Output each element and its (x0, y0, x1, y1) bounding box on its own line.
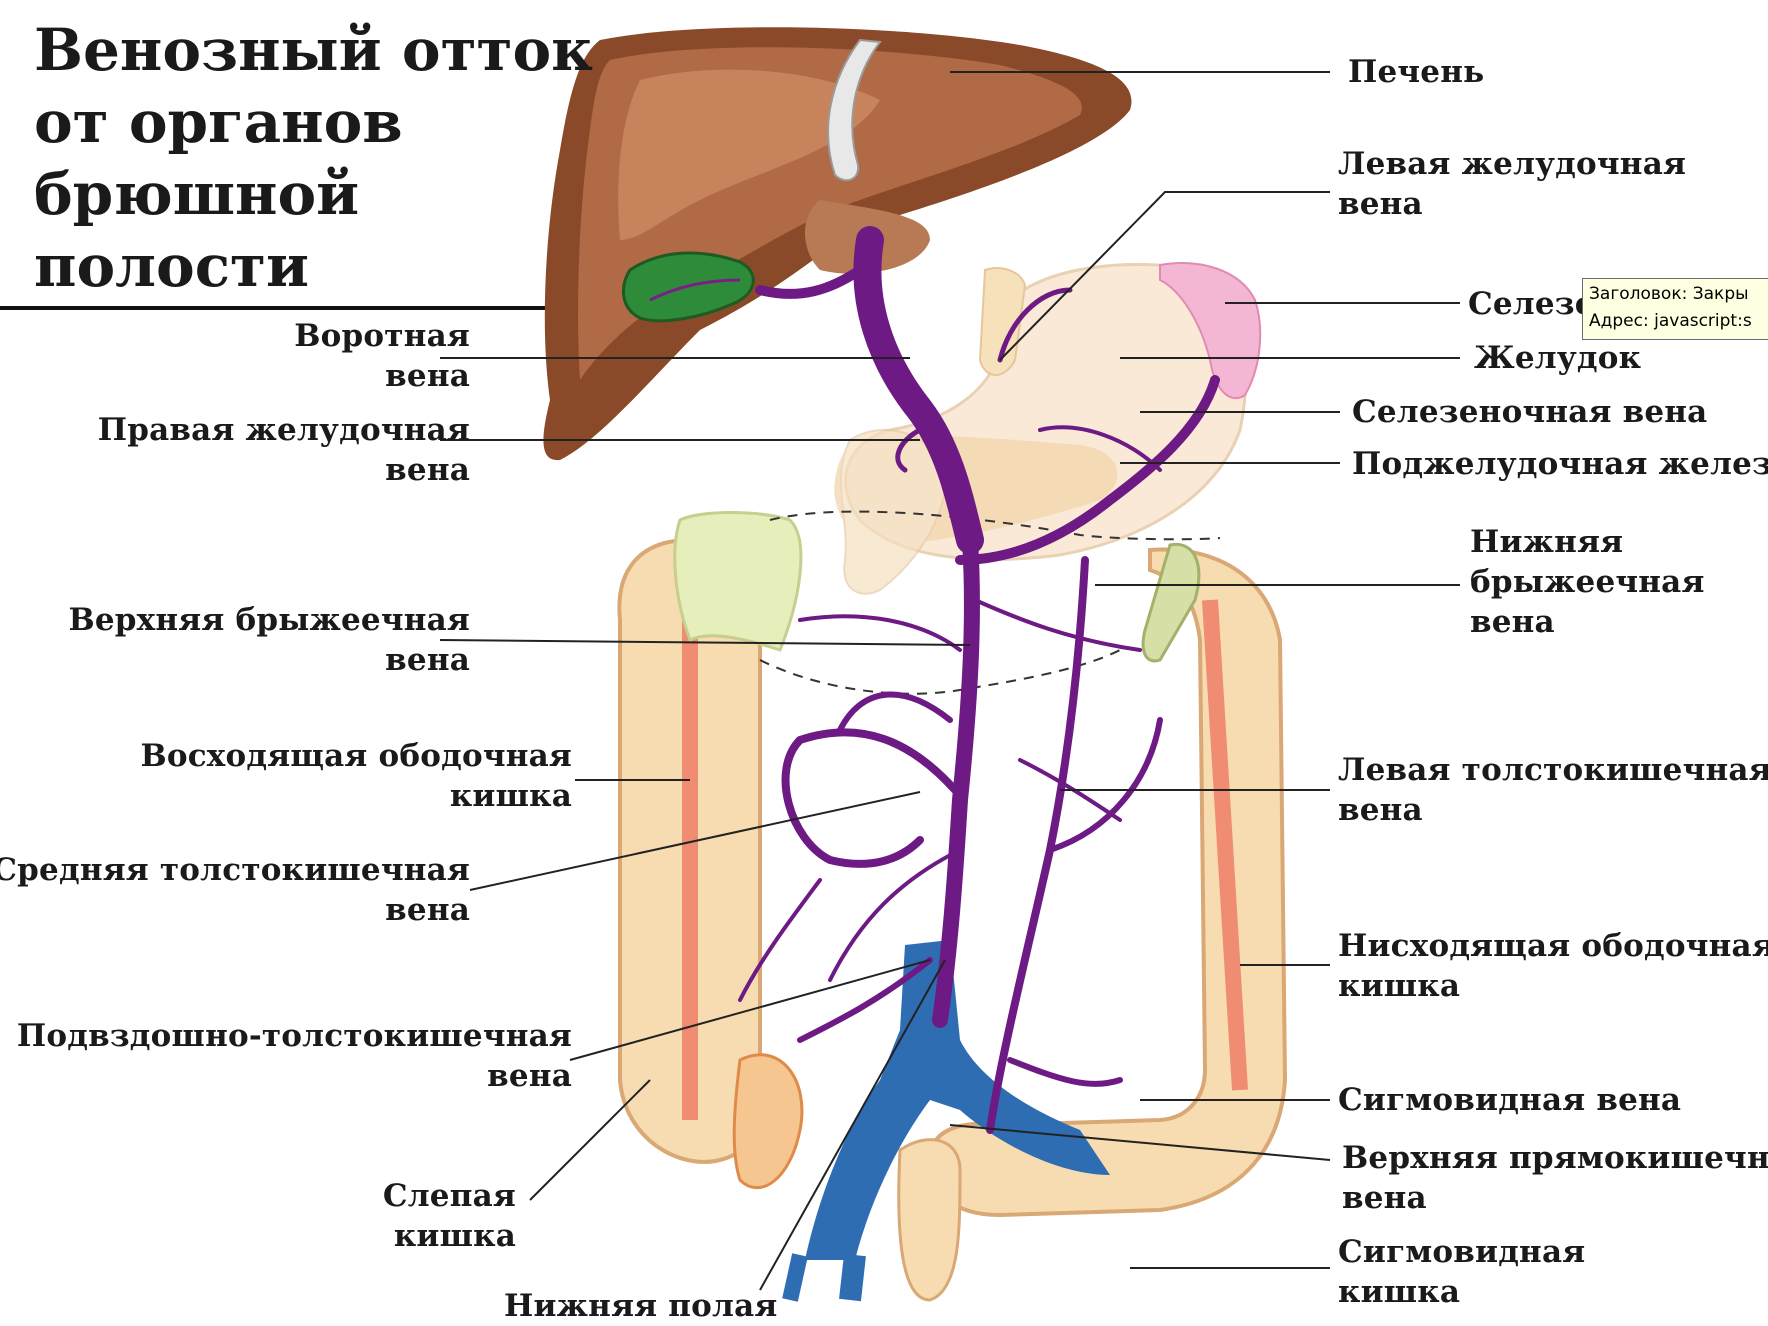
title-line-2: от органов (34, 86, 593, 158)
label-left-gastric-vein: Левая желудочная вена (1338, 144, 1686, 224)
label-spleen: Селезе (1468, 284, 1595, 324)
title-line-3: брюшной (34, 158, 593, 230)
label-stomach: Желудок (1474, 338, 1641, 378)
label-cecum: Слепая кишка (383, 1176, 516, 1256)
label-descending-colon: Нисходящая ободочная кишка (1338, 926, 1768, 1006)
label-right-gastric-vein: Правая желудочная вена (98, 410, 470, 490)
label-left-colic-vein: Левая толстокишечная вена (1338, 750, 1768, 830)
label-middle-colic-vein: Средняя толстокишечная вена (0, 850, 470, 930)
label-superior-rectal-vein: Верхняя прямокишечна вена (1342, 1138, 1768, 1218)
label-inferior-mesenteric-vein: Нижняя брыжеечная вена (1470, 522, 1705, 642)
title-line-4: полости (34, 230, 593, 302)
title-line-1: Венозный отток (34, 14, 593, 86)
root-mesentery-outline (760, 650, 1120, 694)
label-inferior-vena-cava: Нижняя полая (504, 1286, 777, 1326)
label-pancreas: Поджелудочная железа (1352, 444, 1768, 484)
tooltip-title-line: Заголовок: Закры (1589, 281, 1768, 308)
tooltip-address-line: Адрес: javascript:s (1589, 308, 1768, 335)
label-portal-vein: Воротная вена (294, 316, 470, 396)
label-sigmoid-colon: Сигмовидная кишка (1338, 1232, 1585, 1312)
label-ascending-colon: Восходящая ободочная кишка (140, 736, 572, 816)
label-superior-mesenteric-vein: Верхняя брыжеечная вена (68, 600, 470, 680)
page-title: Венозный отток от органов брюшной полост… (34, 14, 593, 302)
label-ileocolic-vein: Подвздошно-толстокишечная вена (17, 1016, 572, 1096)
label-sigmoid-vein: Сигмовидная вена (1338, 1080, 1681, 1120)
label-liver: Печень (1348, 52, 1484, 92)
label-splenic-vein: Селезеночная вена (1352, 392, 1707, 432)
link-tooltip: Заголовок: Закры Адрес: javascript:s (1582, 278, 1768, 340)
